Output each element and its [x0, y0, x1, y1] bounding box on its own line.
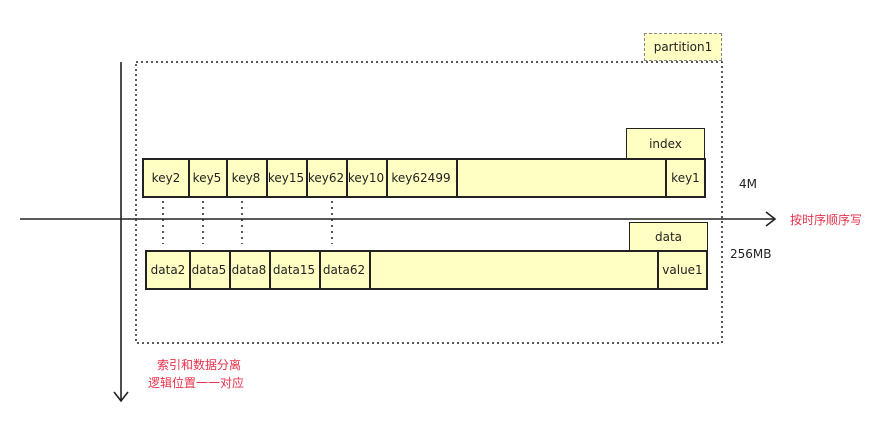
- index-size-label: 4M: [739, 177, 757, 191]
- data-cell: data15: [269, 252, 321, 288]
- key-cell: key8: [226, 160, 268, 196]
- partition-label: partition1: [653, 40, 713, 54]
- time-axis-label: 按时序顺序写: [790, 213, 863, 227]
- data-cell-last: value1: [657, 252, 706, 288]
- index-row: key2 key5 key8 key15 key62 key10 key6249…: [142, 158, 706, 198]
- horizontal-axis-arrowhead: [765, 211, 777, 227]
- key-cell: key2: [144, 160, 190, 196]
- data-cell: data8: [229, 252, 271, 288]
- key-cell: key62: [306, 160, 348, 196]
- note-line-2: 逻辑位置一一对应: [148, 376, 245, 390]
- key-cell: key62499: [386, 160, 458, 196]
- vertical-axis-arrowhead: [113, 391, 129, 403]
- partition-tag: partition1: [644, 33, 722, 61]
- key-cell: key15: [266, 160, 308, 196]
- partition-border: [135, 61, 723, 344]
- note-line-1: 索引和数据分离: [157, 358, 242, 372]
- index-tag: index: [626, 128, 705, 159]
- data-row: data2 data5 data8 data15 data62 value1: [145, 250, 708, 290]
- data-cell: data5: [189, 252, 231, 288]
- data-cell: data62: [319, 252, 371, 288]
- key-cell-last: key1: [665, 160, 704, 196]
- data-label: data: [654, 230, 683, 244]
- data-size-label: 256MB: [730, 247, 772, 261]
- data-cell: data2: [147, 252, 191, 288]
- key-cell: key10: [346, 160, 388, 196]
- index-label: index: [649, 136, 682, 151]
- key-cell: key5: [188, 160, 228, 196]
- data-tag: data: [629, 222, 708, 252]
